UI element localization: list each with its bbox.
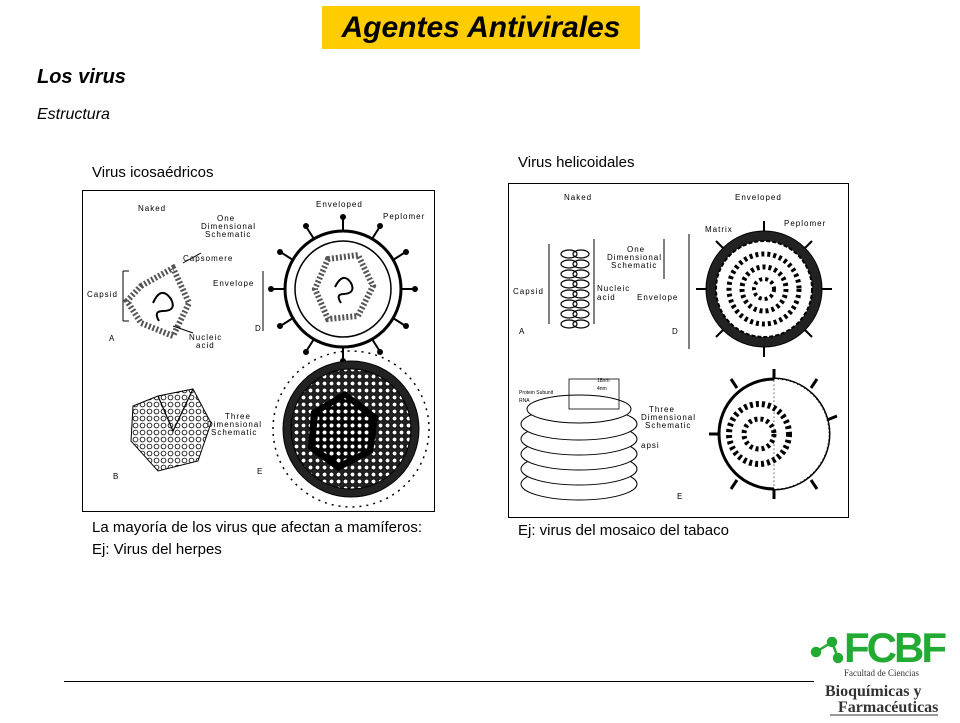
label-capsomere: Capsomere xyxy=(183,254,233,263)
label-three: Three xyxy=(225,412,251,421)
label-enveloped: Enveloped xyxy=(316,200,363,209)
label-acid: acid xyxy=(597,293,616,302)
label-capsid: Capsid xyxy=(87,290,118,299)
label-enveloped: Enveloped xyxy=(735,193,782,202)
label-nucleic: Nucleic xyxy=(189,333,222,342)
label-three-schematic: Schematic xyxy=(211,428,257,437)
label-envelope: Envelope xyxy=(213,279,254,288)
fcbf-logo: FCBF Facultad de Ciencias Bioquímicas y … xyxy=(808,618,956,718)
label-subunit: Protein Subunit xyxy=(519,390,554,396)
logo-line1: Facultad de Ciencias xyxy=(844,668,919,678)
icosahedral-figure: Naked Enveloped One Dimensional Schemati… xyxy=(82,190,435,512)
label-schematic: Schematic xyxy=(205,230,251,239)
icosahedral-label: Virus icosaédricos xyxy=(92,164,214,181)
label-dimensional: Dimensional xyxy=(201,222,256,231)
label-three-dimensional: Dimensional xyxy=(207,420,262,429)
footer-divider xyxy=(64,681,814,682)
icosahedral-caption: La mayoría de los virus que afectan a ma… xyxy=(92,519,422,558)
section-subheading: Estructura xyxy=(37,106,110,123)
label-three-dimensional: Dimensional xyxy=(641,413,696,422)
helical-figure: Naked Enveloped Matrix Peplomer One Dime… xyxy=(508,183,849,518)
helical-caption: Ej: virus del mosaico del tabaco xyxy=(518,522,729,539)
label-peplomer: Peplomer xyxy=(784,219,826,228)
label-acid: acid xyxy=(196,341,215,350)
label-naked: Naked xyxy=(138,204,166,213)
label-capsid-partial: apsi xyxy=(641,441,660,450)
title-banner: Agentes Antivirales xyxy=(322,6,640,49)
helical-diagram: Naked Enveloped Matrix Peplomer One Dime… xyxy=(513,193,838,501)
logo-mark-text: FCBF xyxy=(844,624,946,671)
slide-title: Agentes Antivirales xyxy=(341,10,621,44)
label-schematic: Schematic xyxy=(611,261,657,270)
label-one: One xyxy=(627,245,645,254)
label-d: D xyxy=(672,327,679,336)
label-d: D xyxy=(255,324,262,333)
label-naked: Naked xyxy=(564,193,592,202)
logo-line3: Farmacéuticas xyxy=(838,699,938,716)
label-e: E xyxy=(677,492,683,501)
label-18nm: 18nm xyxy=(597,378,610,384)
label-dimensional: Dimensional xyxy=(607,253,662,262)
label-capsid: Capsid xyxy=(513,287,544,296)
label-one: One xyxy=(217,214,235,223)
label-4nm: 4nm xyxy=(597,386,607,392)
label-three-schematic: Schematic xyxy=(645,421,691,430)
icosahedral-diagram: Naked Enveloped One Dimensional Schemati… xyxy=(87,200,430,508)
label-three: Three xyxy=(649,405,675,414)
helical-label: Virus helicoidales xyxy=(518,154,635,171)
label-rna: RNA xyxy=(519,398,530,404)
section-heading: Los virus xyxy=(37,66,126,88)
label-matrix: Matrix xyxy=(705,225,733,234)
label-e: E xyxy=(257,467,263,476)
label-nucleic: Nucleic xyxy=(597,284,630,293)
label-a: A xyxy=(109,334,115,343)
label-a: A xyxy=(519,327,525,336)
fcbf-logo-mark: FCBF Facultad de Ciencias Bioquímicas y … xyxy=(810,624,949,716)
logo-line2: Bioquímicas y xyxy=(825,683,921,700)
label-peplomer: Peplomer xyxy=(383,212,425,221)
label-envelope: Envelope xyxy=(637,293,678,302)
label-b: B xyxy=(113,472,119,481)
